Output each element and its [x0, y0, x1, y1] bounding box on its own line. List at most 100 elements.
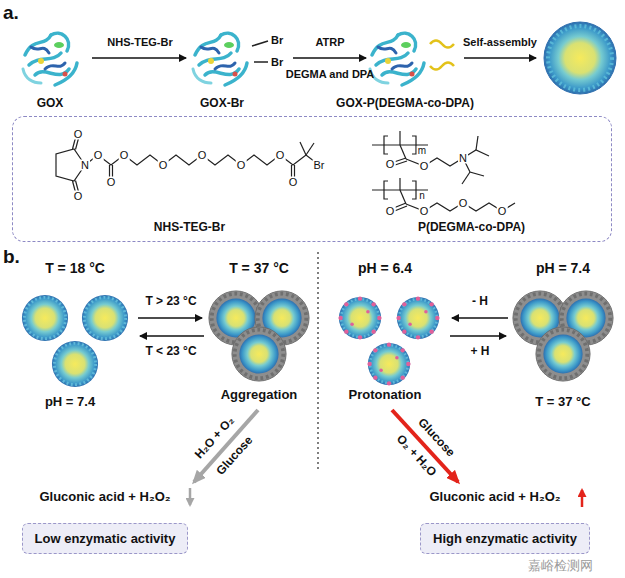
micelles [22, 295, 68, 341]
figure-label: pH = 6.4 [358, 260, 412, 276]
activity-box: Low enzymatic activity [22, 523, 189, 554]
micelles [52, 341, 98, 387]
atom-label: N [458, 153, 468, 164]
protein-figures [430, 63, 454, 70]
reaction-arrows [92, 57, 186, 59]
micelles [22, 291, 613, 387]
protein-figures [370, 33, 424, 85]
figure-label: T > 23 °C [145, 295, 196, 309]
polymer-structure [399, 131, 400, 145]
nhs-teg-br-structure [300, 142, 306, 155]
figure-label: Protonation [349, 388, 422, 403]
figure-label: T = 18 °C [45, 260, 105, 276]
activity-text: Low enzymatic activity [35, 531, 176, 546]
figure-label: T < 23 °C [145, 345, 196, 359]
polymer-structure [384, 136, 388, 154]
figure-label: DEGMA and DPA [286, 68, 375, 81]
figure-label: T = 37 °C [229, 260, 289, 276]
polymer-structure [400, 145, 406, 159]
protein-figures [23, 33, 77, 85]
micelles [536, 327, 590, 381]
panel-divider [317, 252, 319, 470]
activity-text: High enzymatic activity [433, 531, 577, 546]
polymer-structure [462, 172, 470, 184]
nhs-teg-br-structure [56, 134, 319, 196]
reaction-arrows [92, 57, 536, 59]
micelles [338, 296, 381, 339]
reaction-arrows-b [189, 488, 192, 505]
figure-label: Gluconic acid + H₂O₂ [39, 490, 170, 505]
polymer-structure [372, 131, 515, 212]
structure-name: NHS-TEG-Br [154, 221, 225, 235]
structure-panel: NHS-TEG-BrP(DEGMA-co-DPA) [12, 116, 612, 242]
polymer-structure [399, 178, 400, 190]
atom-label: O [458, 198, 469, 209]
figure-label: Br [271, 34, 283, 47]
figure-label: pH = 7.4 [45, 395, 95, 410]
reaction-arrows [464, 57, 536, 59]
atom-label: O [497, 206, 508, 217]
figure-label: Br [271, 56, 283, 69]
atom-label: O [106, 177, 117, 188]
figure-label: NHS-TEG-Br [107, 36, 172, 49]
figure-label: b. [3, 246, 20, 268]
reaction-arrows-b [190, 410, 582, 507]
atom-label: O [73, 129, 84, 140]
nhs-teg-br-structure [306, 143, 314, 155]
atom-label: O [419, 161, 430, 172]
equilibrium-arrows [138, 318, 508, 336]
atom-label: O [93, 150, 104, 161]
micelles [368, 343, 410, 385]
polymer-structure [384, 181, 388, 199]
figure-label: GOX-P(DEGMA-co-DPA) [336, 97, 474, 111]
protein-figures [23, 22, 616, 94]
figure-label: pH = 7.4 [536, 260, 590, 276]
atom-label: O [158, 160, 169, 171]
figure-label: + H [470, 345, 489, 359]
figure-label: GOX-Br [200, 97, 244, 111]
atom-label: O [236, 160, 247, 171]
atom-label: O [419, 206, 430, 217]
atom-label: O [73, 191, 84, 202]
figure-label: ATRP [315, 36, 344, 49]
polymer-structure [412, 181, 416, 199]
reaction-arrows-b [581, 490, 584, 507]
equilibrium-arrows [452, 317, 508, 319]
reaction-arrows-b [392, 410, 458, 482]
figure-label: Self-assembly [463, 36, 537, 49]
figure-label: Aggregation [221, 388, 298, 403]
polymer-structure [476, 136, 478, 150]
reaction-arrows [293, 57, 366, 59]
protein-figures [430, 41, 454, 48]
protein-figures [252, 41, 268, 46]
protein-figures [193, 33, 247, 85]
protein-figures [548, 26, 612, 90]
polymer-structure [406, 158, 463, 166]
polymer-structure [412, 136, 416, 154]
atom-label: N [80, 160, 90, 171]
micelles [82, 295, 128, 341]
micelles [397, 297, 439, 339]
atom-label: O [119, 150, 130, 161]
equilibrium-arrows [450, 335, 506, 337]
atom-label: O [385, 206, 396, 217]
activity-box: High enzymatic activity [420, 523, 590, 554]
micelles [232, 327, 286, 381]
atom-label: n [418, 191, 426, 201]
figure-label: - H [472, 295, 488, 309]
figure-label: Gluconic acid + H₂O₂ [429, 490, 560, 505]
equilibrium-arrows [140, 335, 204, 337]
atom-label: m [417, 146, 427, 156]
protein-figures [254, 61, 268, 63]
atom-label: O [385, 159, 396, 170]
micelles [396, 296, 439, 339]
atom-label: O [275, 150, 286, 161]
figure-label: T = 37 °C [535, 395, 590, 410]
watermark: 嘉峪检测网 [528, 559, 593, 574]
atom-label: Br [313, 160, 326, 171]
figure-label: GOX [37, 97, 64, 111]
micelles [367, 342, 410, 385]
polymer-structure [400, 190, 406, 204]
atom-label: O [288, 177, 299, 188]
figure-label: a. [3, 2, 19, 24]
